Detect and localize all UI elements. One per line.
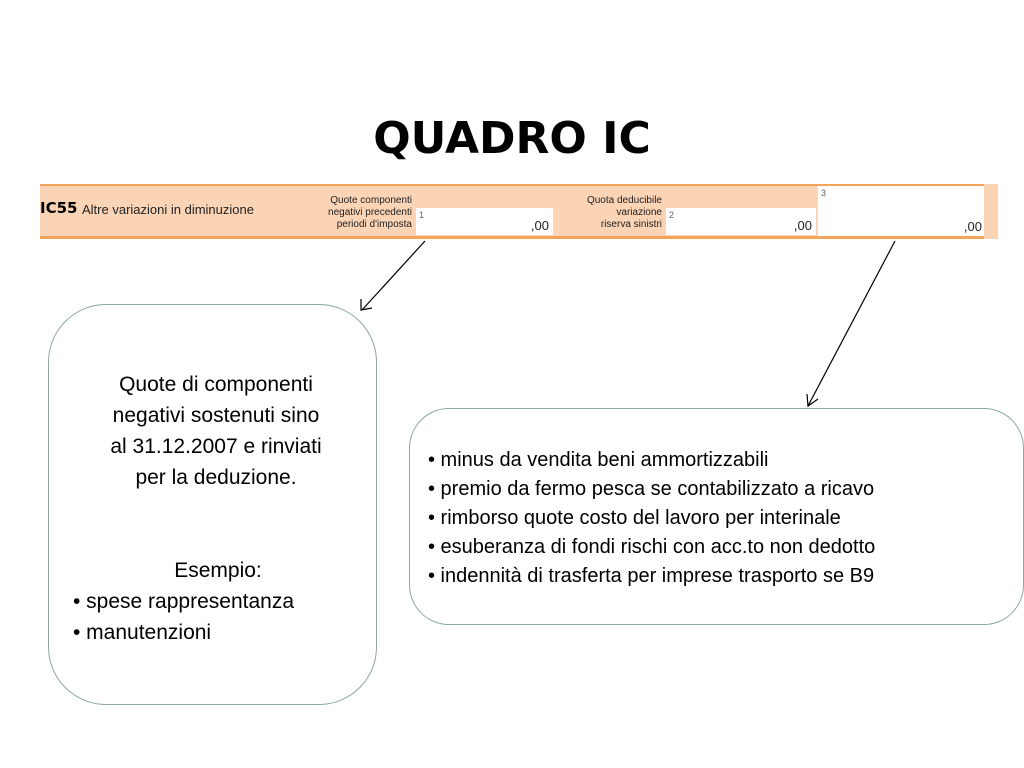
- arrow-to-right-box: [807, 240, 896, 407]
- field2-label-line: riserva sinistri: [600, 219, 662, 230]
- field2-label-line: Quota deducibile: [586, 195, 662, 206]
- list-item: • rimborso quote costo del lavoro per in…: [428, 507, 841, 529]
- left-box-line: Quote di componenti: [119, 373, 313, 396]
- field2-label-line: variazione: [616, 207, 662, 218]
- field1-number: 1: [419, 210, 425, 220]
- list-item: • minus da vendita beni ammortizzabili: [428, 449, 769, 471]
- arrow-to-left-box: [361, 240, 426, 311]
- callout-box-right: • minus da vendita beni ammortizzabili •…: [409, 408, 1024, 625]
- row-code: IC55: [40, 199, 78, 217]
- field2-input[interactable]: 2 ,00: [666, 208, 816, 235]
- field1-label-line: Quote componenti: [330, 195, 412, 206]
- example-item: • spese rappresentanza: [73, 590, 294, 613]
- form-top-border: [40, 184, 984, 186]
- example-item: • manutenzioni: [73, 621, 212, 644]
- field1-label: Quote componenti negativi precedenti per…: [290, 195, 412, 231]
- field2-label: Quota deducibile variazione riserva sini…: [550, 195, 662, 231]
- left-box-line: per la deduzione.: [135, 466, 297, 489]
- arrowhead-right: [806, 393, 819, 408]
- left-box-examples: Esempio: • spese rappresentanza • manute…: [73, 555, 363, 648]
- example-heading: Esempio:: [174, 559, 262, 582]
- field3-value: ,00: [963, 219, 982, 234]
- right-box-list: • minus da vendita beni ammortizzabili •…: [428, 446, 875, 591]
- list-item: • esuberanza di fondi rischi con acc.to …: [428, 536, 876, 558]
- form-row-ic55: IC55 Altre variazioni in diminuzione Quo…: [40, 184, 986, 239]
- field1-input[interactable]: 1 ,00: [416, 208, 553, 235]
- list-item: • premio da fermo pesca se contabilizzat…: [428, 478, 875, 500]
- field3-input[interactable]: 3 ,00: [818, 186, 986, 236]
- left-box-description: Quote di componenti negativi sostenuti s…: [71, 369, 361, 493]
- list-item: • indennità di trasferta per imprese tra…: [428, 565, 875, 587]
- field2-value: ,00: [793, 218, 812, 233]
- form-bottom-border: [40, 236, 984, 239]
- form-right-edge: [984, 184, 998, 239]
- left-box-line: negativi sostenuti sino: [112, 404, 320, 427]
- slide-title: QUADRO IC: [373, 113, 651, 164]
- row-description: Altre variazioni in diminuzione: [82, 202, 254, 217]
- callout-box-left: Quote di componenti negativi sostenuti s…: [48, 304, 377, 705]
- left-box-line: al 31.12.2007 e rinviati: [110, 435, 322, 458]
- field1-label-line: negativi precedenti: [328, 207, 412, 218]
- arrowhead-left: [360, 299, 373, 311]
- field1-value: ,00: [530, 218, 549, 233]
- field2-number: 2: [669, 210, 675, 220]
- field1-label-line: periodi d'imposta: [336, 219, 412, 230]
- field3-number: 3: [821, 188, 827, 198]
